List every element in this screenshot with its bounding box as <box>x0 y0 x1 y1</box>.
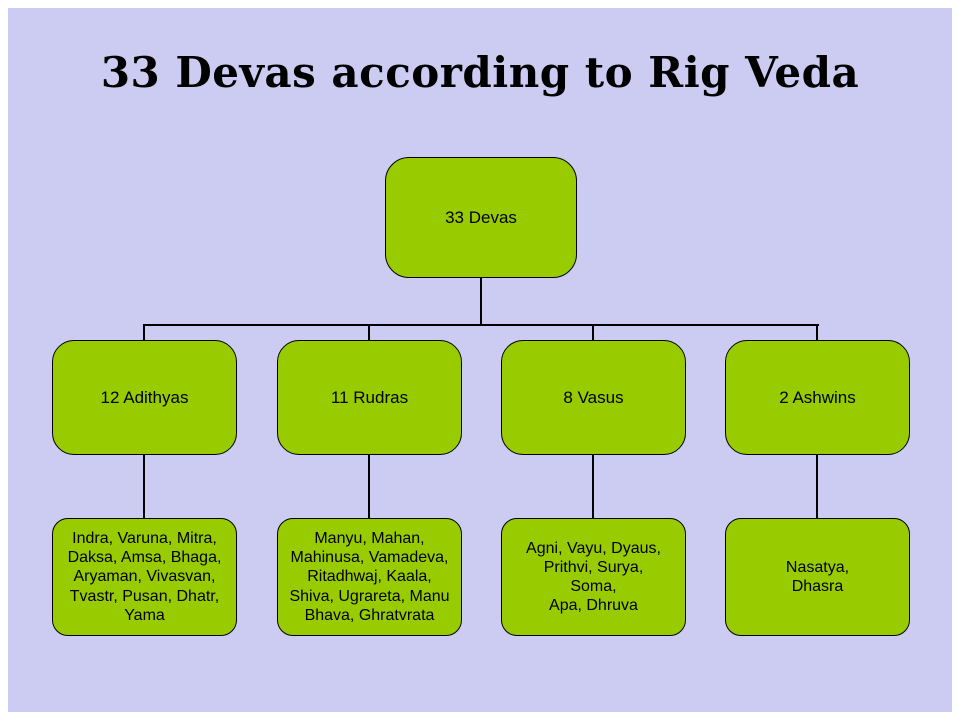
member-list: Agni, Vayu, Dyaus, Prithvi, Surya, Soma,… <box>526 539 661 615</box>
node-group-label: 8 Vasus <box>563 387 624 407</box>
connector-stem-vasus <box>592 455 594 518</box>
connector-drop-rudras <box>368 324 370 340</box>
member-list: Indra, Varuna, Mitra, Daksa, Amsa, Bhaga… <box>67 530 222 624</box>
connector-rail <box>143 324 819 326</box>
member-list: Manyu, Mahan, Mahinusa, Vamadeva, Ritadh… <box>289 530 450 624</box>
connector-stem-rudras <box>368 455 370 518</box>
node-members-ashwins: Nasatya, Dhasra <box>725 518 910 636</box>
connector-stem-ashwins <box>816 455 818 518</box>
node-members-rudras: Manyu, Mahan, Mahinusa, Vamadeva, Ritadh… <box>277 518 462 636</box>
node-group-label: 11 Rudras <box>330 387 409 407</box>
connector-line-root <box>480 278 482 326</box>
connector-stem-adithyas <box>143 455 145 518</box>
node-group-label: 12 Adithyas <box>100 387 189 407</box>
connector-drop-vasus <box>592 324 594 340</box>
node-group-adithyas: 12 Adithyas <box>52 340 237 455</box>
node-group-label: 2 Ashwins <box>779 387 856 407</box>
member-list: Nasatya, Dhasra <box>785 558 850 595</box>
slide-title: 33 Devas according to Rig Veda <box>100 48 860 97</box>
connector-drop-adithyas <box>143 324 145 340</box>
connector-drop-ashwins <box>816 324 818 340</box>
node-root-33-devas: 33 Devas <box>385 157 577 278</box>
node-root-label: 33 Devas <box>445 207 517 227</box>
node-group-vasus: 8 Vasus <box>501 340 686 455</box>
node-members-adithyas: Indra, Varuna, Mitra, Daksa, Amsa, Bhaga… <box>52 518 237 636</box>
node-group-ashwins: 2 Ashwins <box>725 340 910 455</box>
slide-background: 33 Devas according to Rig Veda 33 Devas … <box>8 8 952 712</box>
node-members-vasus: Agni, Vayu, Dyaus, Prithvi, Surya, Soma,… <box>501 518 686 636</box>
node-group-rudras: 11 Rudras <box>277 340 462 455</box>
